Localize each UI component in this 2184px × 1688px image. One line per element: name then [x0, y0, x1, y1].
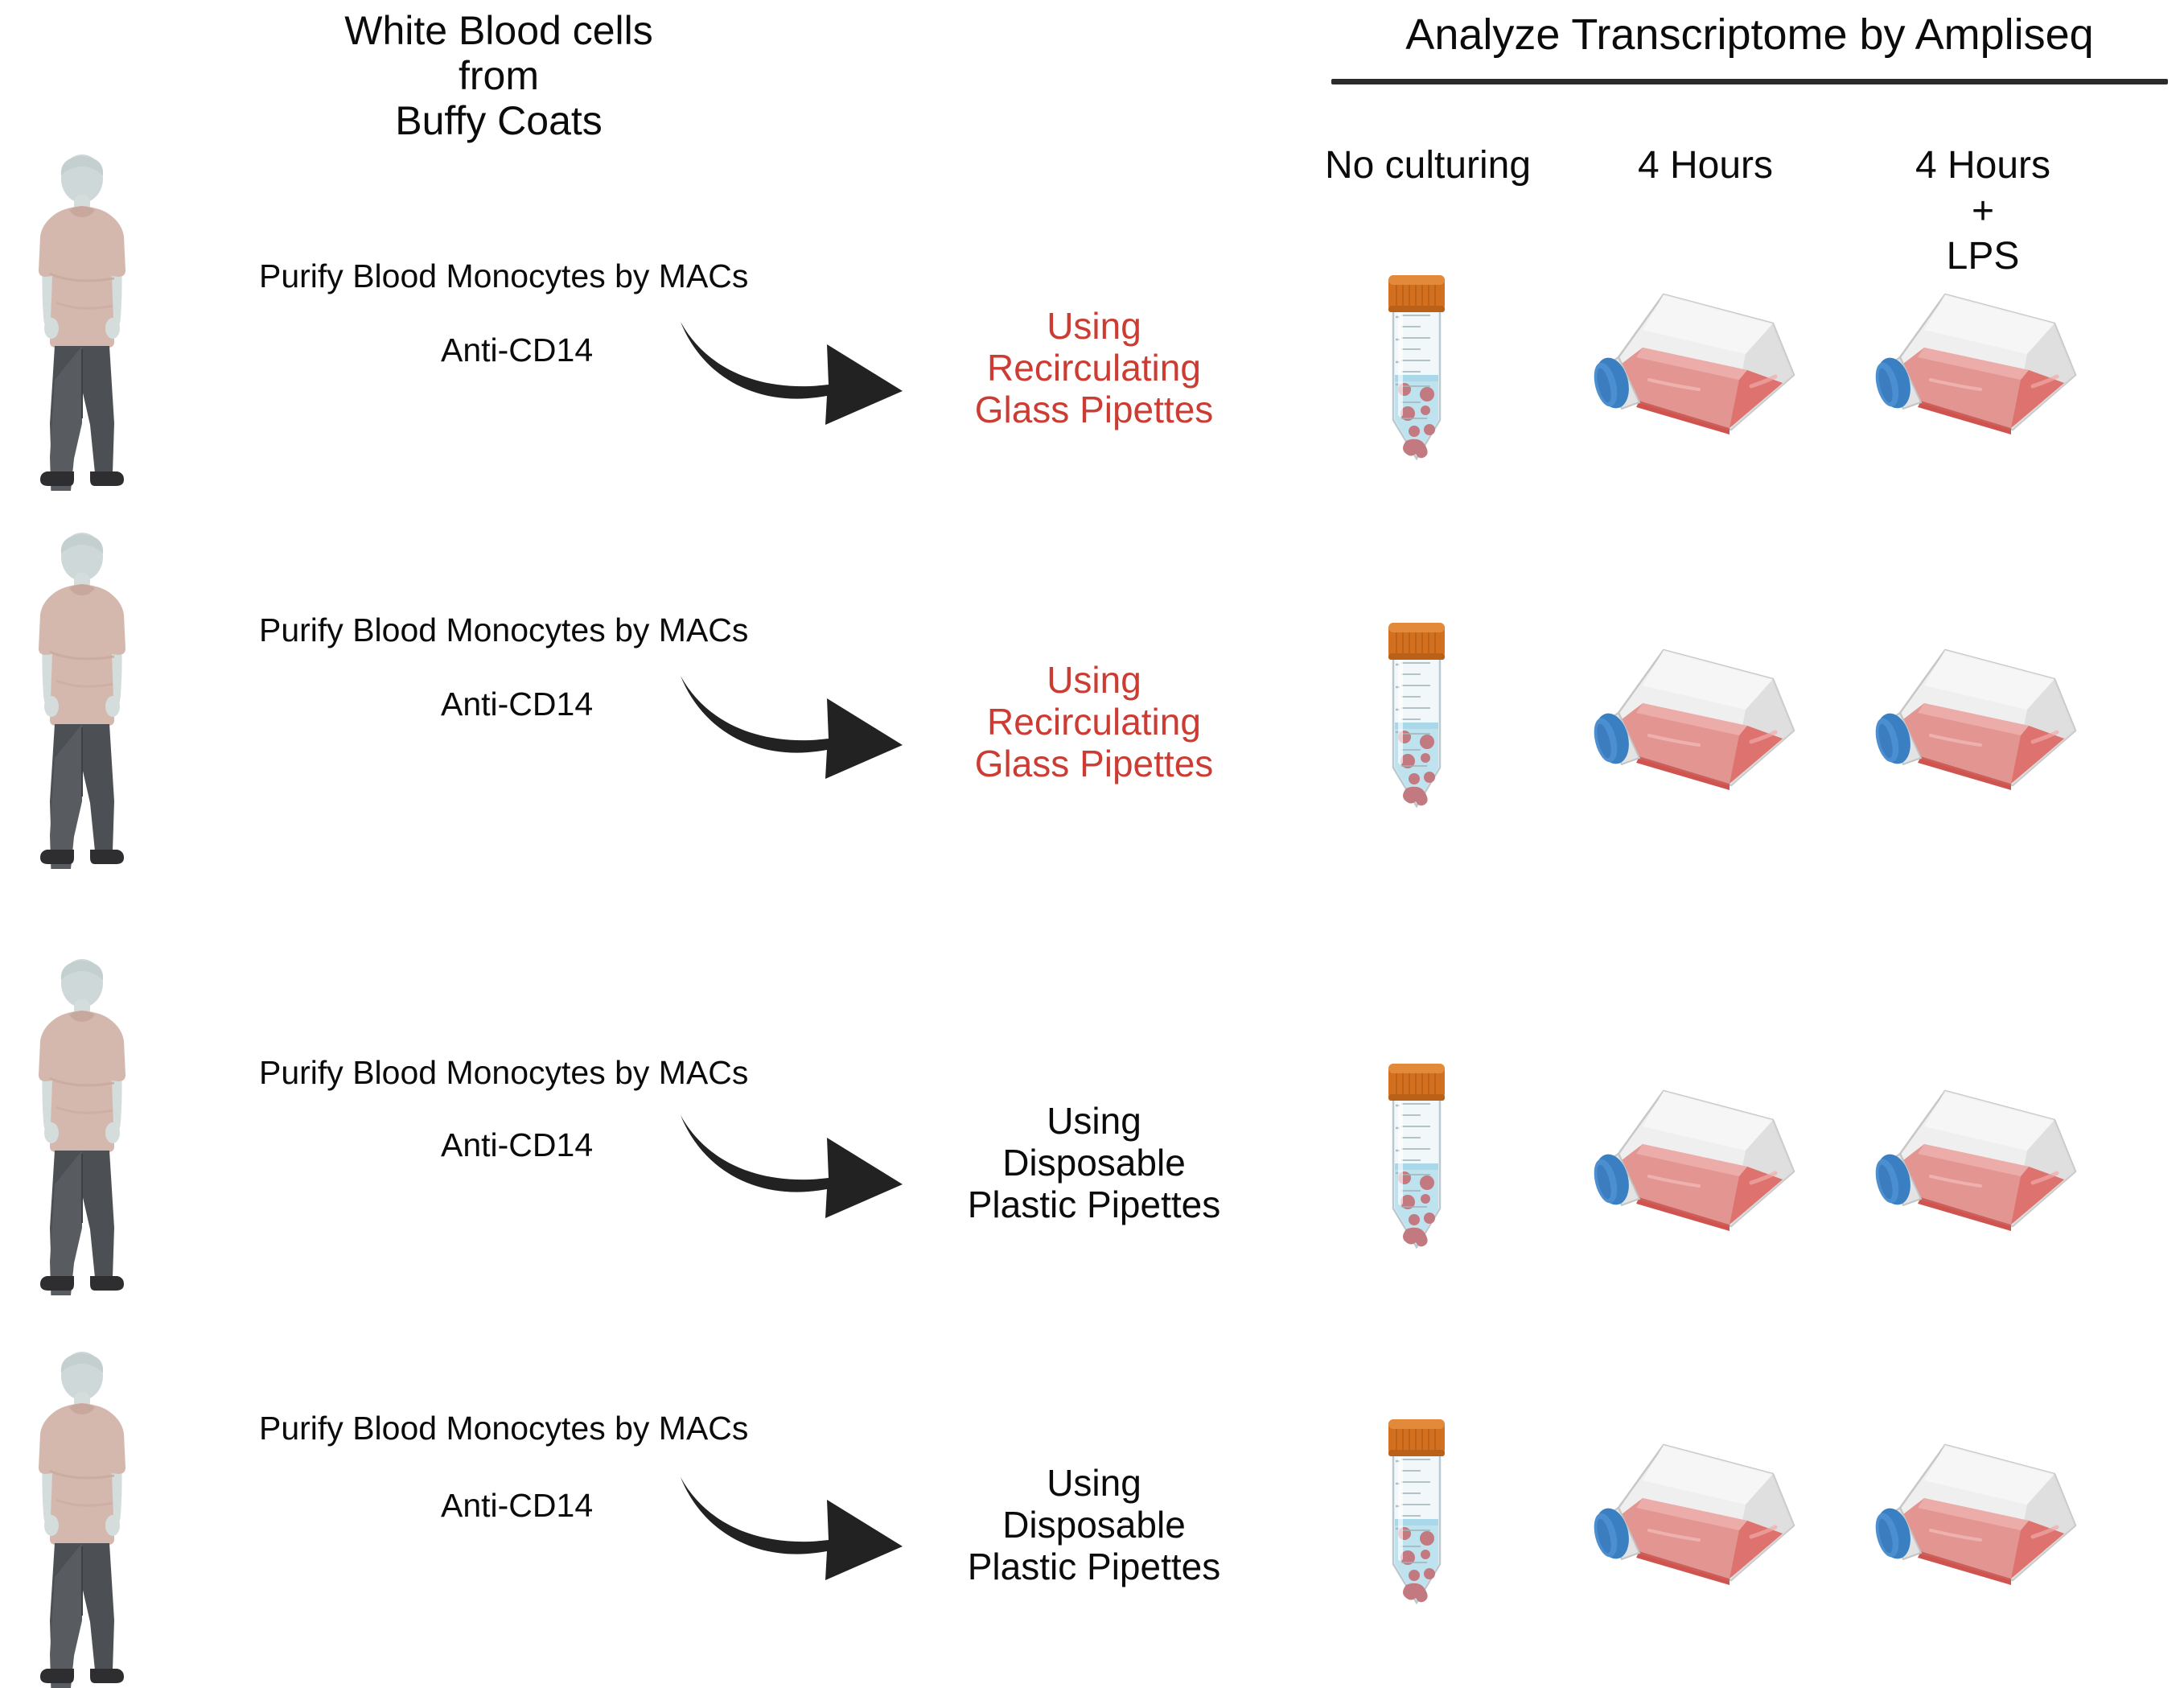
analyze-title-underline: [1331, 79, 2168, 84]
pipette-label-row-2-line2: Recirculating: [987, 700, 1201, 743]
buffy-coats-title: White Blood cells from Buffy Coats: [265, 8, 732, 143]
antibody-label-row-4: Anti-CD14: [441, 1487, 594, 1524]
buffy-coats-title-line1: White Blood cells: [344, 8, 653, 53]
column-header-4-hours-lps-plus: +: [1971, 189, 1995, 233]
column-header-4-hours-lps-line3: LPS: [1946, 235, 2020, 278]
donor-figure: [21, 531, 143, 869]
pipette-label-row-2-line3: Glass Pipettes: [974, 742, 1214, 784]
process-arrow-row-1: [676, 315, 909, 428]
purify-label-row-3: Purify Blood Monocytes by MACs: [259, 1054, 749, 1091]
purify-label-row-4: Purify Blood Monocytes by MACs: [259, 1410, 749, 1447]
pipette-label-row-4-line3: Plastic Pipettes: [967, 1545, 1221, 1587]
column-header-no-culturing: No culturing: [1295, 143, 1561, 189]
analyze-transcriptome-title: Analyze Transcriptome by Ampliseq: [1405, 10, 2094, 59]
culture-flask-icon-row-3-col-4hours-lps: [1868, 1077, 2101, 1250]
buffy-coats-title-line2: from: [459, 53, 539, 98]
donor-figure: [21, 1350, 143, 1688]
donor-figure: [21, 153, 143, 491]
pipette-label-row-4-line2: Disposable: [1002, 1503, 1186, 1546]
pipette-label-row-4: Using Disposable Plastic Pipettes: [925, 1462, 1263, 1588]
culture-flask-icon-row-4-col-4hours: [1586, 1431, 1820, 1604]
donor-figure: [21, 957, 143, 1295]
pipette-label-row-3: Using Disposable Plastic Pipettes: [925, 1100, 1263, 1226]
pipette-label-row-3-line3: Plastic Pipettes: [967, 1183, 1221, 1225]
pipette-label-row-1: Using Recirculating Glass Pipettes: [925, 305, 1263, 431]
column-header-no-culturing-label: No culturing: [1324, 144, 1532, 187]
pipette-label-row-3-line1: Using: [1047, 1100, 1141, 1142]
column-header-4-hours-lps: 4 Hours + LPS: [1850, 143, 2116, 280]
conical-tube-icon-row-3: [1369, 1060, 1464, 1262]
pipette-label-row-1-line1: Using: [1047, 305, 1141, 347]
purify-label-row-2: Purify Blood Monocytes by MACs: [259, 611, 749, 648]
conical-tube-icon-row-4: [1369, 1416, 1464, 1617]
process-arrow-row-4: [676, 1471, 909, 1583]
pipette-label-row-3-line2: Disposable: [1002, 1141, 1186, 1184]
pipette-label-row-1-line3: Glass Pipettes: [974, 388, 1214, 430]
antibody-label-row-2: Anti-CD14: [441, 685, 594, 723]
pipette-label-row-2-line1: Using: [1047, 659, 1141, 701]
process-arrow-row-2: [676, 669, 909, 782]
pipette-label-row-4-line1: Using: [1047, 1462, 1141, 1504]
culture-flask-icon-row-1-col-4hours-lps: [1868, 280, 2101, 453]
pipette-label-row-1-line2: Recirculating: [987, 346, 1201, 389]
pipette-label-row-2: Using Recirculating Glass Pipettes: [925, 659, 1263, 785]
culture-flask-icon-row-2-col-4hours: [1586, 636, 1820, 809]
column-header-4-hours-lps-line1: 4 Hours: [1915, 144, 2051, 187]
culture-flask-icon-row-1-col-4hours: [1586, 280, 1820, 453]
conical-tube-icon-row-2: [1369, 620, 1464, 821]
column-header-4-hours: 4 Hours: [1573, 143, 1838, 189]
process-arrow-row-3: [676, 1109, 909, 1221]
antibody-label-row-3: Anti-CD14: [441, 1126, 594, 1163]
purify-label-row-1: Purify Blood Monocytes by MACs: [259, 257, 749, 294]
culture-flask-icon-row-3-col-4hours: [1586, 1077, 1820, 1250]
column-header-4-hours-label: 4 Hours: [1637, 144, 1774, 187]
culture-flask-icon-row-2-col-4hours-lps: [1868, 636, 2101, 809]
culture-flask-icon-row-4-col-4hours-lps: [1868, 1431, 2101, 1604]
antibody-label-row-1: Anti-CD14: [441, 331, 594, 368]
conical-tube-icon-row-1: [1369, 272, 1464, 473]
buffy-coats-title-line3: Buffy Coats: [395, 98, 603, 143]
